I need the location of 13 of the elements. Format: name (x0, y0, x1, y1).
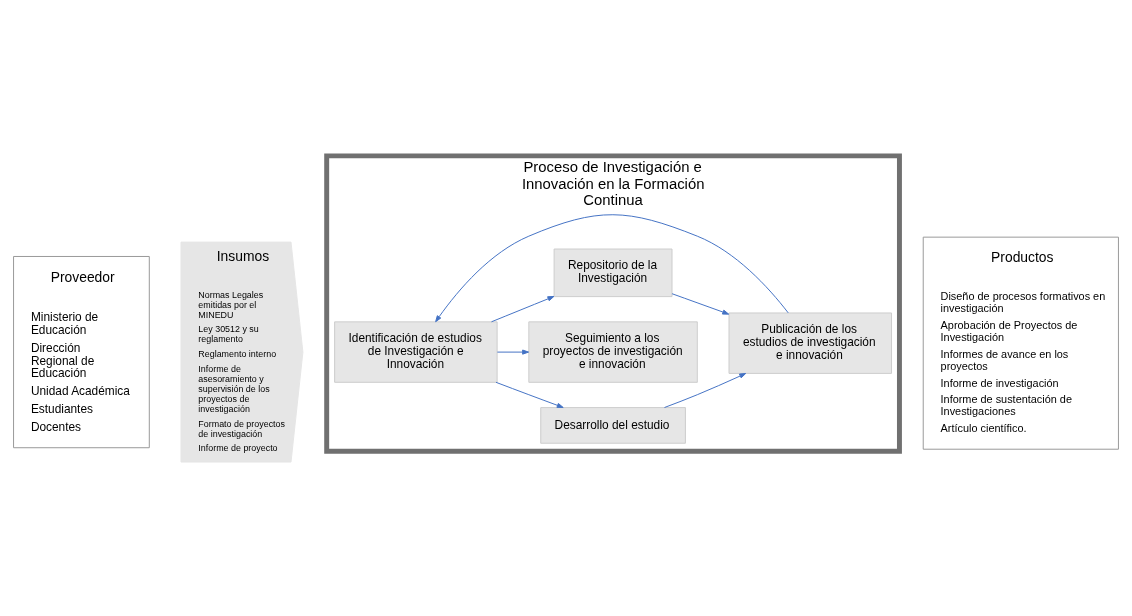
arrow (435, 214, 789, 323)
node-box: Publicación de los estudios de investigación e innovación (728, 312, 892, 374)
node-box: Proveedor Ministerio de Educación Dirección Regional de Educación Unidad Académica Estudiantes Docentes (13, 255, 150, 449)
node-box: Productos Diseño de procesos formativos en investigación Aprobación de Proyectos de Investigación Informes de avance en los proyectos Informe de investigación Informe de sustentación de Investigaciones Artículo científico. (922, 236, 1119, 450)
arrow (664, 372, 747, 409)
arrow (671, 293, 730, 315)
arrow (496, 349, 530, 355)
node-box: Seguimiento a los proyectos de investigación e innovación (528, 321, 698, 383)
node-box: Desarrollo del estudio (540, 407, 686, 444)
node-box: Identificación de estudios de Investigación e Innovación (334, 321, 498, 383)
node-box: Repositorio de la Investigación (553, 248, 673, 298)
arrow (495, 381, 564, 408)
arrow (491, 295, 555, 323)
